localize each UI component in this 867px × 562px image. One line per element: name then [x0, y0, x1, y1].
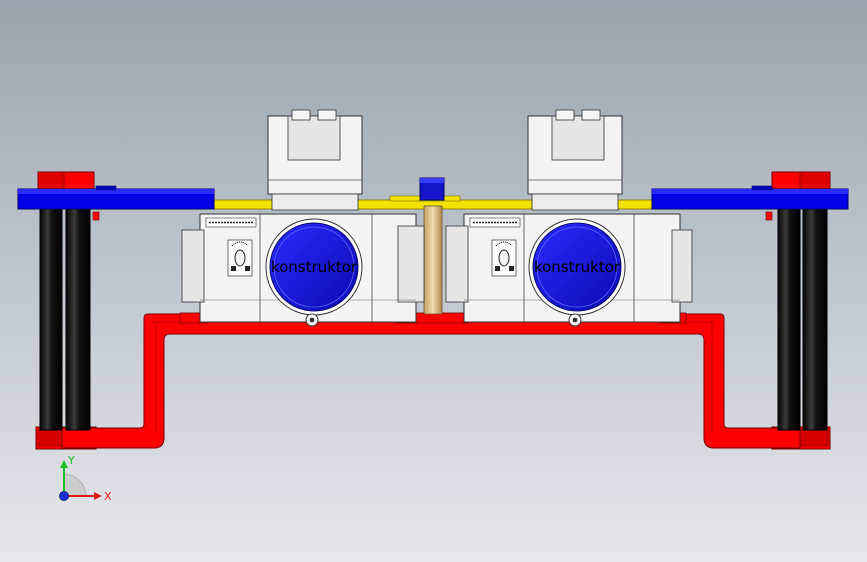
blue-cap-right[interactable] — [532, 222, 622, 312]
left-blue-bracket[interactable] — [17, 185, 215, 210]
left-roller-pair[interactable] — [37, 171, 100, 431]
view-triad[interactable]: X Y — [59, 454, 113, 503]
right-roller-pair[interactable] — [765, 171, 831, 431]
valve-right[interactable]: konstruktor — [445, 109, 693, 327]
right-blue-bracket[interactable] — [651, 185, 849, 210]
red-frame[interactable] — [35, 312, 831, 450]
valve-left[interactable]: konstruktor — [181, 109, 425, 327]
z-axis-dot — [59, 491, 69, 501]
brand-logo-right: konstruktor — [534, 258, 621, 276]
bent-channel[interactable] — [61, 313, 801, 449]
blue-cap-left[interactable] — [269, 222, 359, 312]
x-axis-label: X — [104, 490, 112, 503]
y-axis-label: Y — [67, 454, 75, 467]
brand-logo-left: konstruktor — [271, 258, 358, 276]
center-shaft[interactable] — [419, 177, 445, 315]
